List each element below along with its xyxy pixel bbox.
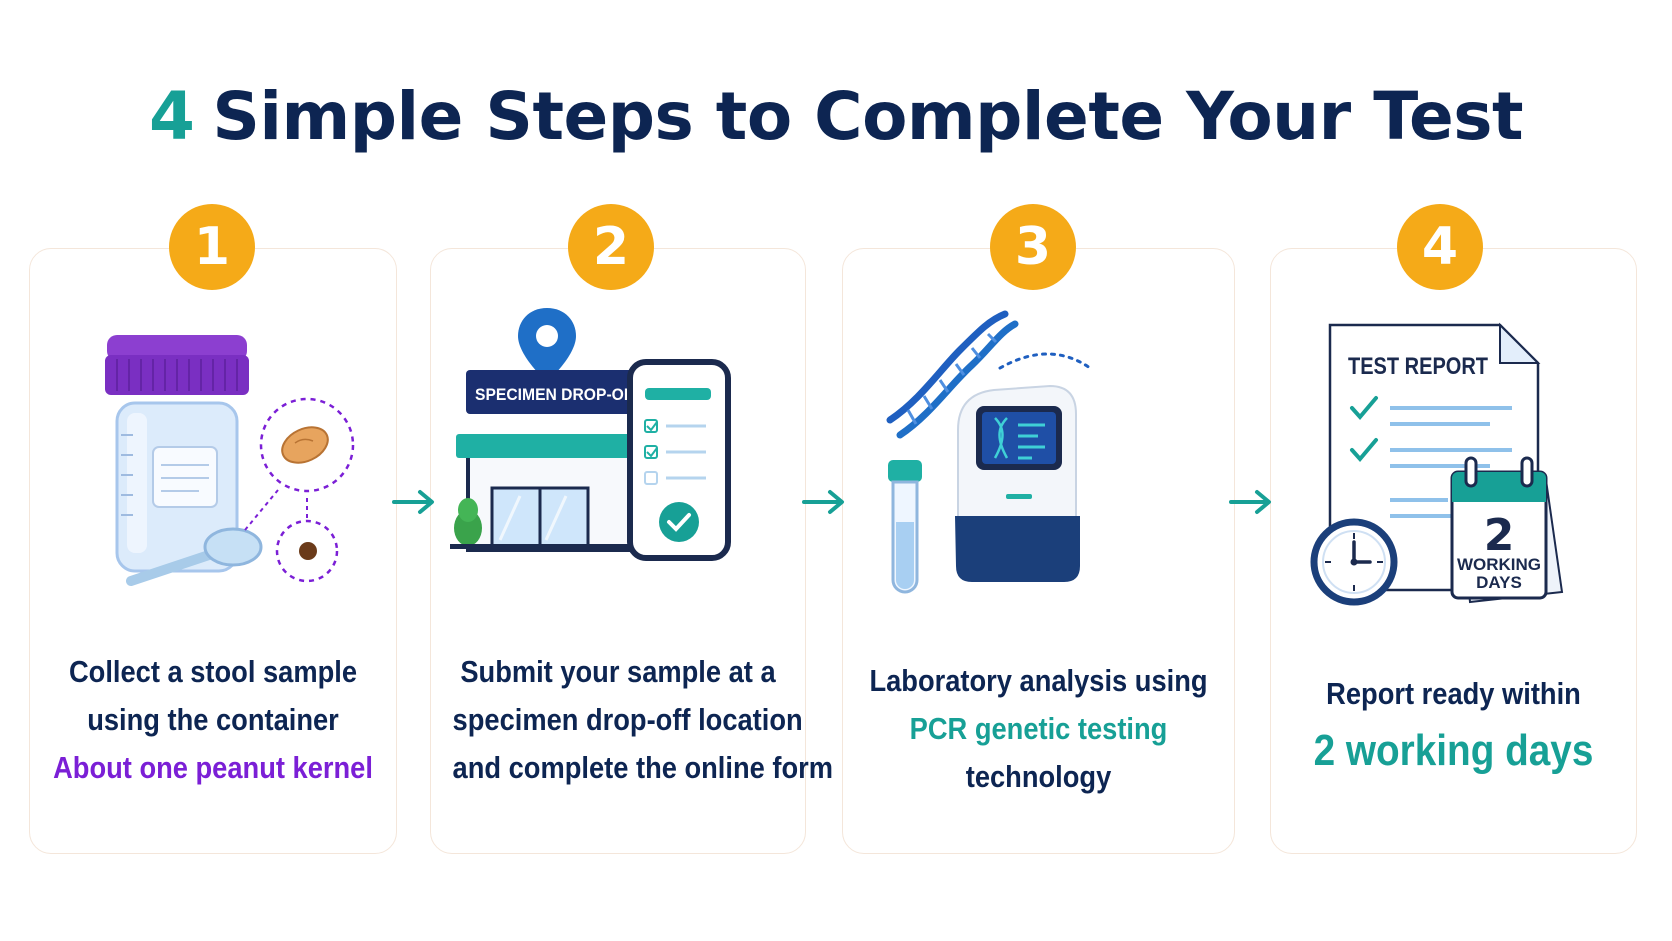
step1-line1: Collect a stool sample <box>68 654 358 689</box>
step-badge-4: 4 <box>1397 204 1483 290</box>
step1-caption: Collect a stool sample using the contain… <box>51 648 375 792</box>
step3-line1: Laboratory analysis using <box>869 663 1208 698</box>
step1-highlight: About one peanut kernel <box>53 750 373 785</box>
calendar-line2: DAYS <box>1476 573 1522 592</box>
step1-illustration <box>105 335 355 586</box>
title-text: Simple Steps to Complete Your Test <box>212 78 1524 155</box>
report-title: TEST REPORT <box>1348 353 1488 380</box>
scoop-icon <box>126 527 263 586</box>
step4-caption: Report ready within 2 working days <box>1292 670 1615 784</box>
step2-line2: specimen drop-off location <box>452 702 803 737</box>
step-badge-3: 3 <box>990 204 1076 290</box>
calendar-number: 2 <box>1484 510 1515 561</box>
step3-caption: Laboratory analysis using PCR genetic te… <box>866 657 1212 801</box>
dna-icon <box>886 310 1019 439</box>
test-tube-icon <box>888 460 922 594</box>
step2-caption: Submit your sample at a specimen drop-of… <box>452 648 834 792</box>
step4-line1: Report ready within <box>1326 676 1581 711</box>
step-badge-1: 1 <box>169 204 255 290</box>
phone-form-icon <box>627 359 731 561</box>
step-badge-2: 2 <box>568 204 654 290</box>
calendar-icon: 2 WORKING DAYS <box>1450 456 1564 604</box>
step2-line3: and complete the online form <box>452 750 834 785</box>
arrow-right-icon <box>802 490 844 514</box>
clock-icon <box>1310 518 1398 606</box>
step1-line2: using the container <box>87 702 339 737</box>
pcr-machine-icon <box>955 384 1080 582</box>
peanut-icon <box>281 426 329 464</box>
step3-illustration <box>886 310 1092 594</box>
storefront-icon: SPECIMEN DROP-OFF <box>450 370 662 552</box>
arrow-right-icon <box>392 490 434 514</box>
map-pin-icon <box>518 308 576 382</box>
drop-off-sign: SPECIMEN DROP-OFF <box>475 385 643 404</box>
step2-line1: Submit your sample at a <box>460 654 776 689</box>
step3-line3: technology <box>965 759 1112 794</box>
arrow-right-icon <box>1229 490 1271 514</box>
step2-illustration: SPECIMEN DROP-OFF <box>450 308 731 561</box>
step3-highlight: PCR genetic testing <box>909 711 1168 746</box>
step4-illustration: TEST REPORT 2 WORKING DAYS <box>1310 322 1564 606</box>
title-number: 4 <box>148 78 195 155</box>
specimen-jar-icon <box>105 335 249 573</box>
calendar-line1: WORKING <box>1457 555 1541 574</box>
step4-highlight: 2 working days <box>1313 726 1594 775</box>
